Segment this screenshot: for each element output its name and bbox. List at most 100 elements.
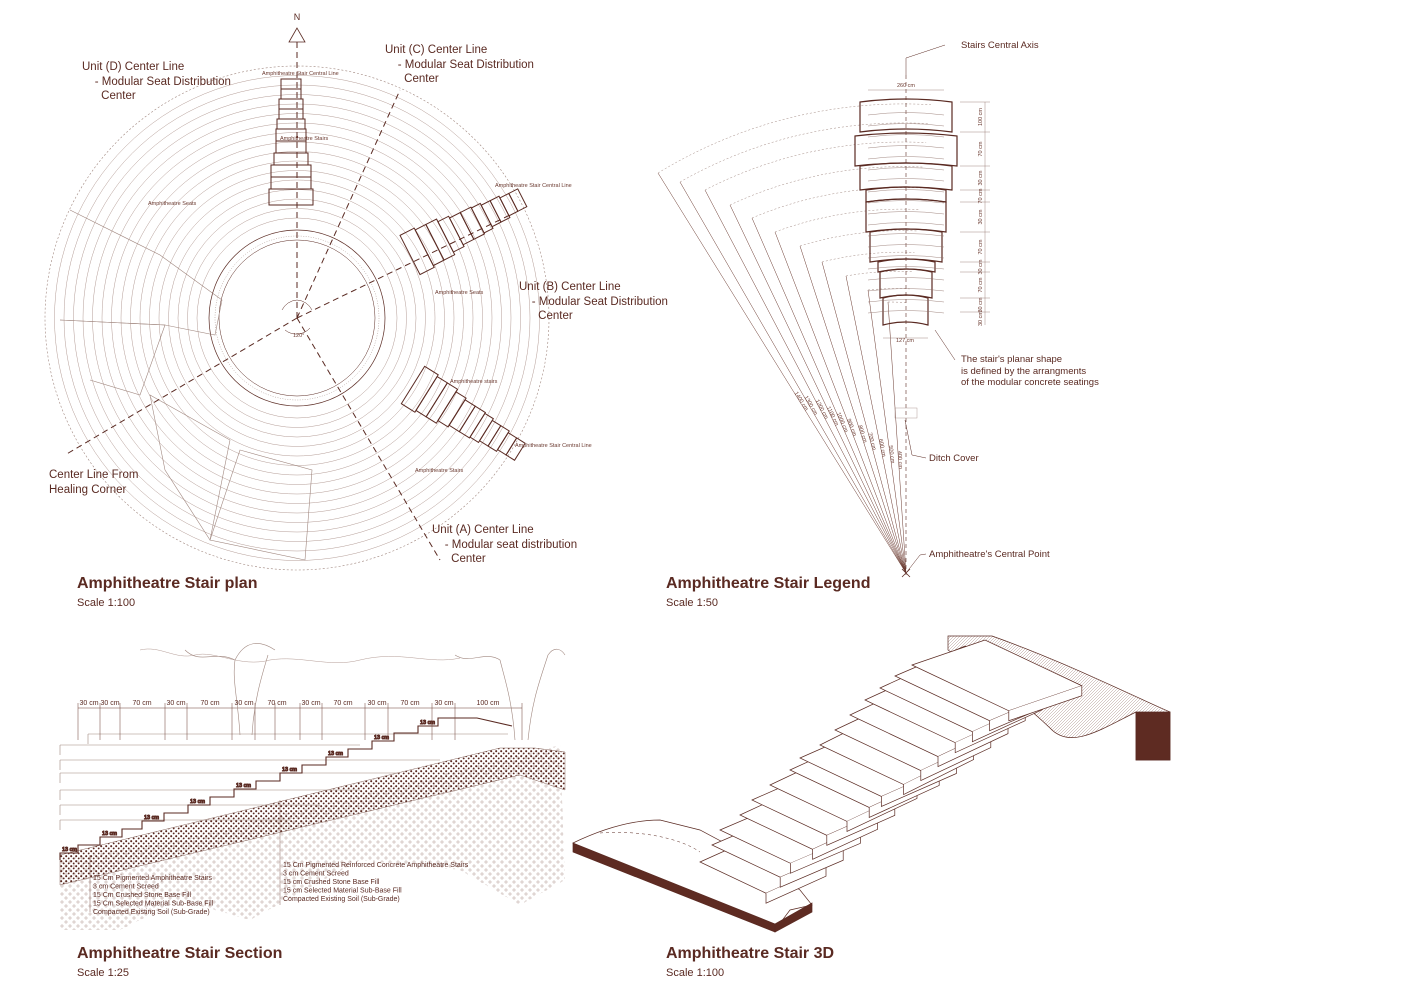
legend-radius-arc xyxy=(774,208,920,233)
plan-stair-step xyxy=(505,437,526,461)
plan-stair-step xyxy=(496,432,518,456)
legend-dim-label: 30 cm xyxy=(978,311,984,326)
3d-stair-riser xyxy=(1008,685,1083,722)
legend-radius-arc xyxy=(821,251,915,263)
section-layer-right: 15 Cm Pigmented Reinforced Concrete Amph… xyxy=(283,862,469,869)
stair-plan-drawing xyxy=(44,27,550,571)
section-step-label: 13 cm xyxy=(420,720,435,726)
plan-seat-ring xyxy=(177,198,417,438)
section-dim-label: 70 cm xyxy=(400,700,419,707)
section-step-label: 13 cm xyxy=(62,847,77,853)
plan-center-line-c xyxy=(296,89,401,319)
central-point-mark xyxy=(901,568,911,578)
legend-central-point-label: Amphitheatre's Central Point xyxy=(929,549,1050,560)
plan-stair-step xyxy=(280,78,302,90)
section-dim-label: 30 cm xyxy=(367,700,386,707)
plan-stair-unit-b xyxy=(399,188,528,276)
plan-label-central-line-top: Amphitheatre Stair Central Line xyxy=(262,71,339,77)
section-scale: Scale 1:25 xyxy=(77,967,129,979)
plan-stair-unit-a xyxy=(400,365,526,461)
plan-label-central-line-lower: Amphitheatre Stair Central Line xyxy=(515,443,592,449)
section-dim-label: 100 cm xyxy=(477,700,500,707)
plan-unit-c-label: Unit (C) Center Line - Modular Seat Dist… xyxy=(385,44,534,85)
legend-radius-label: 600 cm xyxy=(877,439,887,458)
north-label: N xyxy=(294,12,301,22)
section-title: Amphitheatre Stair Section xyxy=(77,945,283,962)
legend-seat-line xyxy=(867,167,945,171)
legend-radius-label: 800 cm xyxy=(856,425,867,444)
legend-dim-label: 30 cm xyxy=(978,170,984,185)
legend-bottom-width: 127 cm xyxy=(896,338,914,344)
section-tree-left xyxy=(184,643,276,736)
section-layer-right: 3 cm Cement Screed xyxy=(283,871,349,878)
legend-axis-label: Stairs Central Axis xyxy=(961,40,1039,51)
legend-seat-line xyxy=(867,277,945,281)
section-layer-left: Compacted Existing Soil (Sub-Grade) xyxy=(93,909,210,916)
plan-stair-step xyxy=(276,118,306,130)
plan-seat-ring xyxy=(187,208,407,428)
plan-lawn-patch xyxy=(59,209,223,336)
legend-radius-label: 500 cm xyxy=(887,445,895,464)
legend-title: Amphitheatre Stair Legend xyxy=(666,575,871,592)
plan-title: Amphitheatre Stair plan xyxy=(77,575,258,592)
legend-radius-arc xyxy=(887,301,908,304)
plan-label-stairs-bottom: Amphitheatre Stairs xyxy=(415,468,464,474)
legend-radius-line xyxy=(679,181,907,574)
plan-stair-step xyxy=(459,206,486,240)
section-step-label: 13 cm xyxy=(328,751,343,757)
section-layer-left: 3 cm Cement Screed xyxy=(93,884,159,891)
legend-seat-line xyxy=(867,178,945,182)
legend-seat-line xyxy=(867,145,945,149)
section-dim-label: 70 cm xyxy=(200,700,219,707)
section-layer-left: 15 Cm Pigmented Amphitheatre Stairs xyxy=(93,875,213,882)
plan-stair-step xyxy=(280,88,302,100)
section-dim-label: 30 cm xyxy=(434,700,453,707)
section-dim-label: 30 cm xyxy=(79,700,98,707)
legend-radius-line xyxy=(867,289,907,574)
section-dim-label: 70 cm xyxy=(132,700,151,707)
plan-stair-step xyxy=(499,192,519,217)
plan-stair-unit-d xyxy=(268,78,314,206)
legend-seat-line xyxy=(867,189,945,193)
legend-dim-label: 30 cm xyxy=(978,297,984,312)
legend-radius-line xyxy=(657,172,907,574)
legend-planar-label: The stair's planar shape is defined by t… xyxy=(961,354,1099,388)
legend-seat-line xyxy=(867,310,945,314)
legend-radius-line xyxy=(751,217,907,574)
plan-seat-ring xyxy=(139,160,455,476)
legend-radius-line xyxy=(729,204,907,574)
legend-seat-line xyxy=(867,244,945,248)
plan-seat-ring xyxy=(149,170,445,466)
legend-radius-line xyxy=(821,261,907,574)
plan-healing-label: Center Line From Healing Corner xyxy=(49,469,139,496)
north-arrow xyxy=(288,27,306,43)
section-layer-right: 15 cm Crushed Stone Base Fill xyxy=(283,879,380,886)
section-dim-label: 30 cm xyxy=(166,700,185,707)
legend-dim-label: 100 cm xyxy=(978,108,984,126)
section-dim-label: 30 cm xyxy=(100,700,119,707)
section-layer-right: 15 cm Selected Material Sub-Base Fill xyxy=(283,888,402,895)
section-dim-label: 70 cm xyxy=(267,700,286,707)
legend-seat-line xyxy=(867,299,945,303)
section-step-label: 13 cm xyxy=(102,831,117,837)
plan-center-line-healing xyxy=(64,317,298,456)
3d-lower-platform xyxy=(572,819,813,931)
view3d-title: Amphitheatre Stair 3D xyxy=(666,945,835,962)
legend-seat-line xyxy=(867,288,945,292)
legend-radius-label: 400 cm xyxy=(896,451,903,470)
plan-stair-step xyxy=(399,227,435,276)
legend-dim-label: 30 cm xyxy=(978,259,984,274)
plan-small-labels: N Amphitheatre Stair Central Line Amphit… xyxy=(148,12,592,474)
plan-stair-step xyxy=(508,188,528,212)
legend-seat-line xyxy=(867,156,945,160)
plan-seat-ring xyxy=(130,151,464,485)
plan-stair-step xyxy=(415,375,449,418)
legend-dim-label: 70 cm xyxy=(978,277,984,292)
section-dim-label: 30 cm xyxy=(301,700,320,707)
legend-radius-arc xyxy=(867,288,910,291)
legend-stair-tier xyxy=(869,228,943,263)
plan-stair-step xyxy=(480,200,502,228)
legend-radius-line xyxy=(887,301,907,574)
section-step-label: 13 cm xyxy=(374,735,389,741)
